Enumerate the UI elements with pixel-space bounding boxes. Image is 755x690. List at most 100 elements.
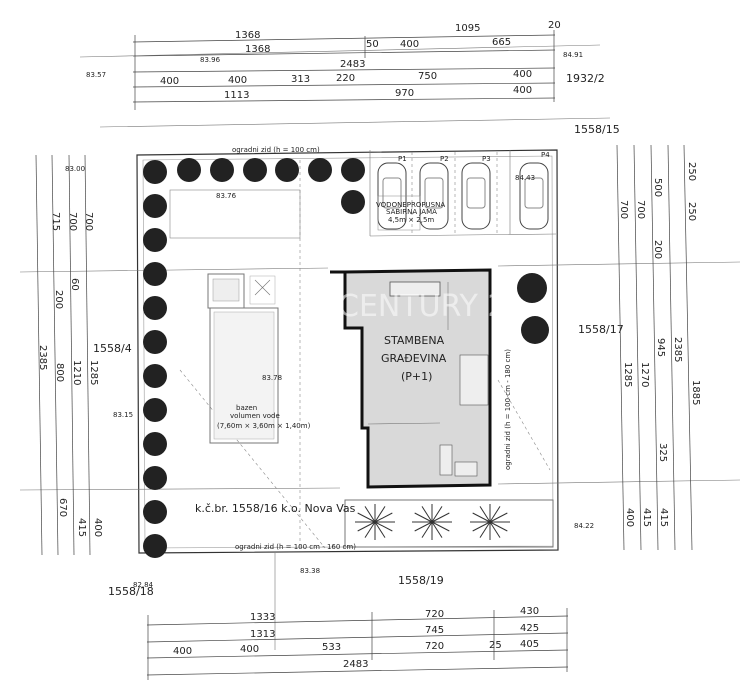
parking-label: P3: [482, 155, 491, 163]
pool: bazen volumen vode (7,60m × 3,60m × 1,40…: [207, 273, 311, 444]
dim: 700: [83, 212, 94, 231]
tree-icon: [143, 330, 167, 354]
parcel-label: k.č.br. 1558/16 k.o. Nova Vas: [195, 502, 356, 515]
dim: 400: [240, 644, 259, 655]
tank-label: 4,5m × 2,5m: [388, 216, 434, 224]
tank-label: VODONEPROPUSNA: [376, 201, 445, 209]
dim: 750: [418, 71, 437, 82]
dim: 2385: [672, 337, 683, 362]
dim: 1368: [245, 44, 270, 55]
palm-icon: [355, 504, 395, 540]
tree-icon: [143, 398, 167, 422]
right-dimension-lines: [616, 144, 693, 551]
palm-icon: [412, 504, 452, 540]
tree-icon: [308, 158, 332, 182]
building-label: (P+1): [401, 370, 432, 383]
pool-label: (7,60m × 3,60m × 1,40m): [217, 422, 311, 430]
dim: 1313: [250, 629, 275, 640]
tree-icon: [275, 158, 299, 182]
dim: 400: [228, 75, 247, 86]
bottom-dimensions: 1333 720 430 1313 745 425 400 400 533 72…: [173, 606, 539, 670]
dim: 700: [618, 200, 629, 219]
parking: P1 P2 P3 P4 VODONEPROPUSNA SABIRNA JAMA …: [376, 151, 550, 234]
tree-icon: [143, 228, 167, 252]
dim: 533: [322, 642, 341, 653]
dim: 415: [658, 508, 669, 527]
car-icon: [519, 162, 549, 230]
elevation: 82.84: [133, 581, 154, 589]
dim: 800: [54, 363, 65, 382]
dim: 25: [489, 640, 502, 651]
bottom-dimension-lines: [146, 608, 569, 680]
elevation: 83.96: [200, 56, 221, 64]
tank-label: SABIRNA JAMA: [386, 208, 437, 216]
dim: 325: [657, 443, 668, 462]
dim: 250: [686, 162, 697, 181]
tree-icon: [143, 262, 167, 286]
dim-total: 2483: [340, 59, 365, 70]
dim: 700: [635, 200, 646, 219]
fence-label: ogradni zid (h = 100 cm - 160 cm): [235, 543, 356, 551]
building-label: GRAĐEVINA: [381, 352, 447, 365]
parking-label: P2: [440, 155, 449, 163]
dim: 313: [291, 74, 310, 85]
dim: 1333: [250, 612, 275, 623]
tree-row: [143, 158, 549, 558]
right-dimensions: 700 700 500 200 250 250 945 2385 1285 12…: [618, 162, 701, 527]
pool-label: volumen vode: [230, 412, 280, 420]
tree-icon: [143, 466, 167, 490]
tree-icon: [143, 194, 167, 218]
dim: 1113: [224, 90, 249, 101]
dim: 200: [652, 240, 663, 259]
dim: 1270: [639, 362, 650, 387]
watermark: CENTURY 21: [338, 289, 526, 324]
dim: 400: [624, 508, 635, 527]
elevation: 83.15: [113, 411, 133, 419]
fence-label: ogradni zid (h = 100 cm): [232, 146, 320, 154]
dim: 60: [69, 278, 80, 291]
elevation: 83.76: [216, 192, 237, 200]
dim: 425: [520, 623, 539, 634]
dim: 400: [513, 69, 532, 80]
fence-label: ogradni zid (h = 100 cm - 180 cm): [504, 349, 512, 470]
dim: 400: [92, 518, 103, 537]
tree-icon: [517, 273, 547, 303]
house: CENTURY 21 STAMBENA GRAĐEVINA (P+1): [328, 267, 526, 489]
dim: 415: [641, 508, 652, 527]
neighbour-parcel: 1558/19: [398, 574, 444, 587]
elevation: 83.00: [65, 165, 85, 173]
dim: 720: [425, 641, 444, 652]
dim: 715: [50, 212, 61, 231]
dim: 20: [548, 20, 561, 31]
palm-icon: [470, 504, 510, 540]
dim: 200: [53, 290, 64, 309]
dim: 2385: [37, 345, 48, 370]
dim: 970: [395, 88, 414, 99]
dim: 405: [520, 639, 539, 650]
neighbour-parcel: 1558/15: [574, 123, 620, 136]
tree-icon: [521, 316, 549, 344]
dim: 220: [336, 73, 355, 84]
dim: 50: [366, 39, 379, 50]
elevation: 84.22: [574, 522, 594, 530]
left-dimension-lines: [35, 154, 91, 556]
tree-icon: [341, 158, 365, 182]
dim: 720: [425, 609, 444, 620]
dim: 1285: [622, 362, 633, 387]
tree-icon: [143, 160, 167, 184]
dim-total: 2483: [343, 659, 368, 670]
dim: 1095: [455, 23, 480, 34]
dim: 400: [400, 39, 419, 50]
dim: 400: [513, 85, 532, 96]
dim: 1285: [88, 360, 99, 385]
neighbour-parcel: 1558/17: [578, 323, 624, 336]
elevation: 84.91: [563, 51, 583, 59]
dim: 500: [652, 178, 663, 197]
dim: 415: [76, 518, 87, 537]
tree-icon: [143, 296, 167, 320]
elevation: 83.78: [262, 374, 282, 382]
dim: 1368: [235, 30, 260, 41]
garden-bed: [344, 499, 554, 548]
dim: 400: [173, 646, 192, 657]
